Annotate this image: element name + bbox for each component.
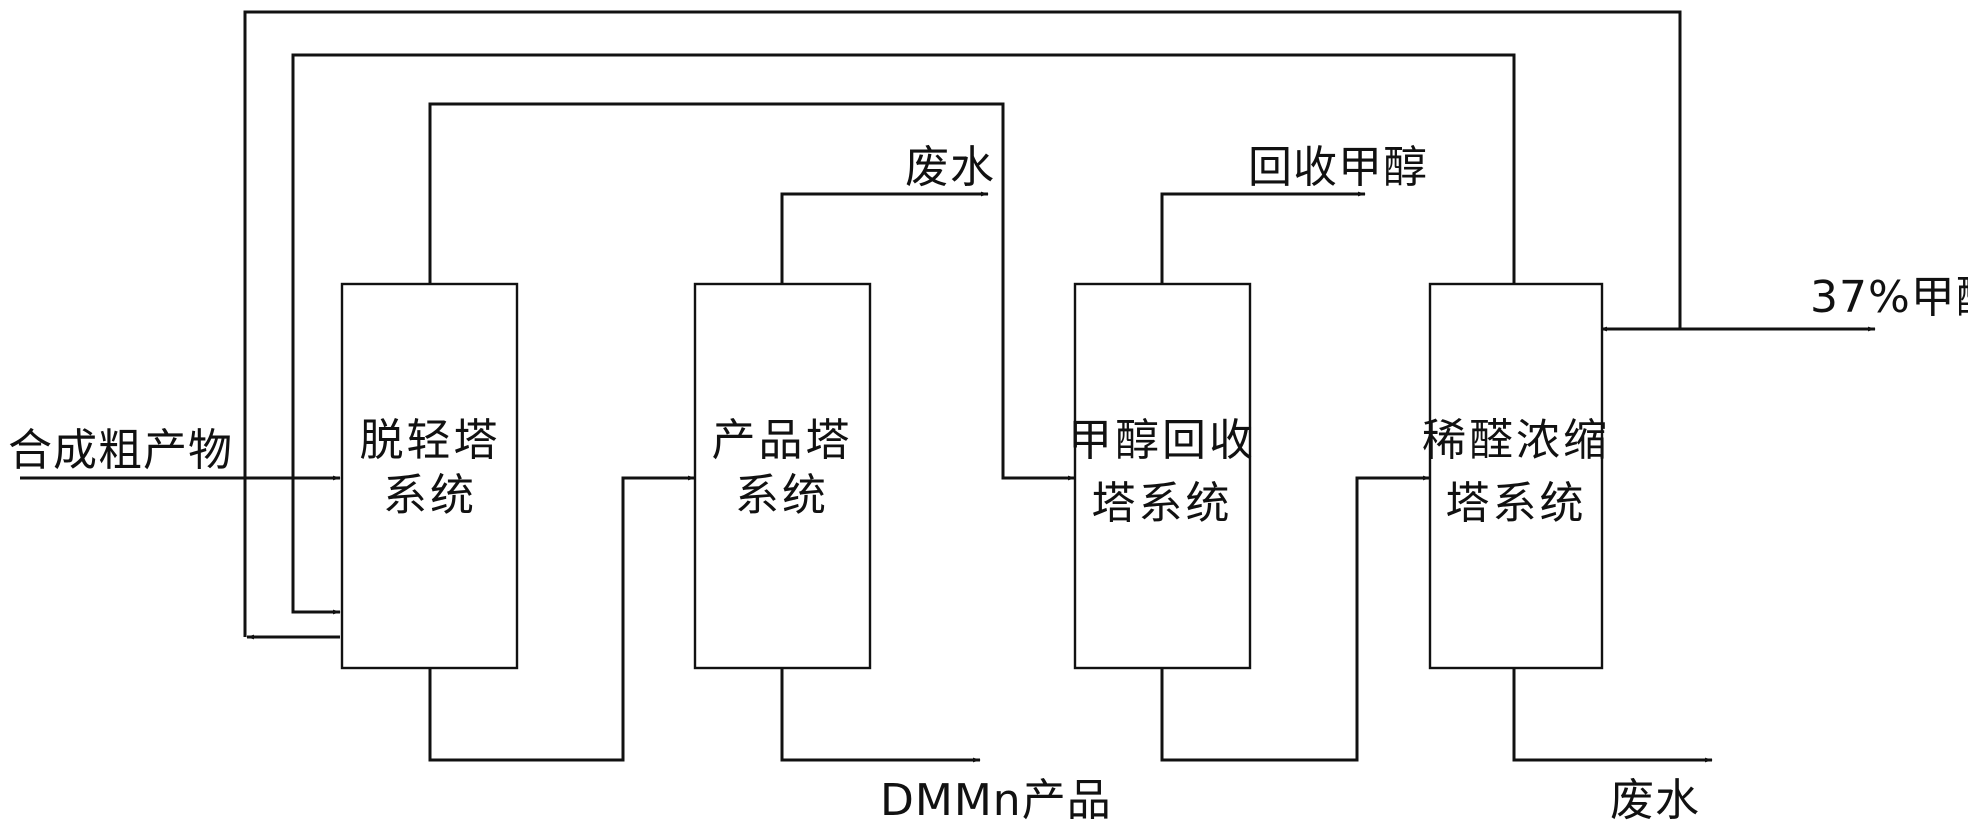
light-top-to-methanol-line — [428, 102, 1076, 481]
waste-water-bottom-line — [1512, 668, 1713, 763]
unit-product-label-1: 产品塔 — [712, 415, 853, 466]
light-bottom-to-product-line — [428, 475, 696, 762]
recovered-methanol-label: 回收甲醇 — [1248, 142, 1428, 193]
recovered-methanol-line — [1160, 191, 1366, 284]
unit-concentration-label-2: 塔系统 — [1446, 478, 1587, 529]
unit-light-removal-label-2: 系统 — [383, 470, 477, 521]
middle-recycle-line — [291, 53, 1516, 615]
feed-label: 合成粗产物 — [8, 425, 233, 476]
unit-methanol-recovery-tower: 甲醇回收 塔系统 — [1068, 282, 1256, 670]
waste-water-top-line — [780, 191, 989, 284]
methanol-bottom-to-concentration-line — [1160, 475, 1431, 762]
unit-product-label-2: 系统 — [735, 470, 829, 521]
unit-concentration-label-1: 稀醛浓缩 — [1422, 415, 1610, 466]
unit-product-tower: 产品塔 系统 — [693, 282, 872, 670]
waste-water-bottom-label: 废水 — [1610, 775, 1700, 826]
unit-light-removal-label-1: 脱轻塔 — [360, 415, 501, 466]
unit-light-removal-tower: 脱轻塔 系统 — [340, 282, 519, 670]
waste-water-top-label: 废水 — [905, 142, 995, 193]
formaldehyde-label: 37%甲醛 — [1810, 272, 1968, 323]
unit-methanol-recovery-label-1: 甲醇回收 — [1068, 415, 1256, 466]
dmmn-product-label: DMMn产品 — [880, 775, 1112, 826]
dmmn-product-line — [780, 668, 981, 763]
unit-methanol-recovery-label-2: 塔系统 — [1092, 478, 1233, 529]
outer-recycle-line — [243, 10, 1682, 637]
unit-dilute-aldehyde-concentration-tower: 稀醛浓缩 塔系统 — [1422, 282, 1610, 670]
